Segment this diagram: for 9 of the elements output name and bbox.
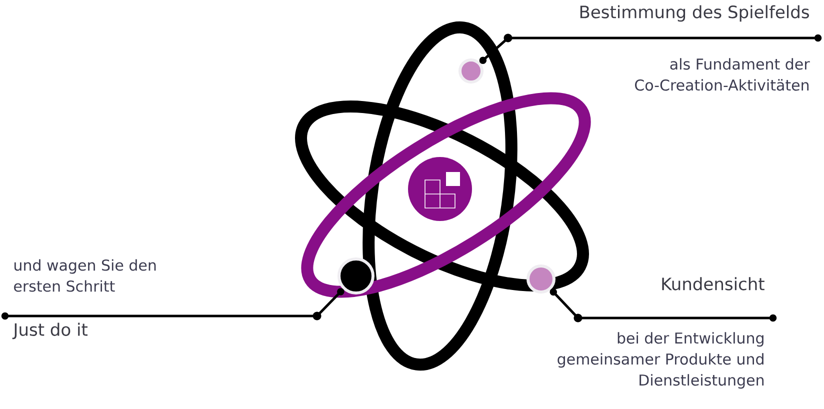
electron-circle [458,58,484,84]
electron-circle [526,264,556,294]
electron-circle [338,258,374,294]
callout-text: Kundensicht bei der Entwicklung gemeinsamer Produkte und Dienstleistungen [558,277,764,389]
leader-line [479,34,822,64]
leader-line [550,288,777,322]
callout-text: Bestimmung des Spielfelds als Fundament der Co-Creation-Aktivitäten [580,5,810,91]
callout-text: und wagen Sie den ersten Schritt Just do it [12,259,156,340]
leader-line [1,288,344,320]
